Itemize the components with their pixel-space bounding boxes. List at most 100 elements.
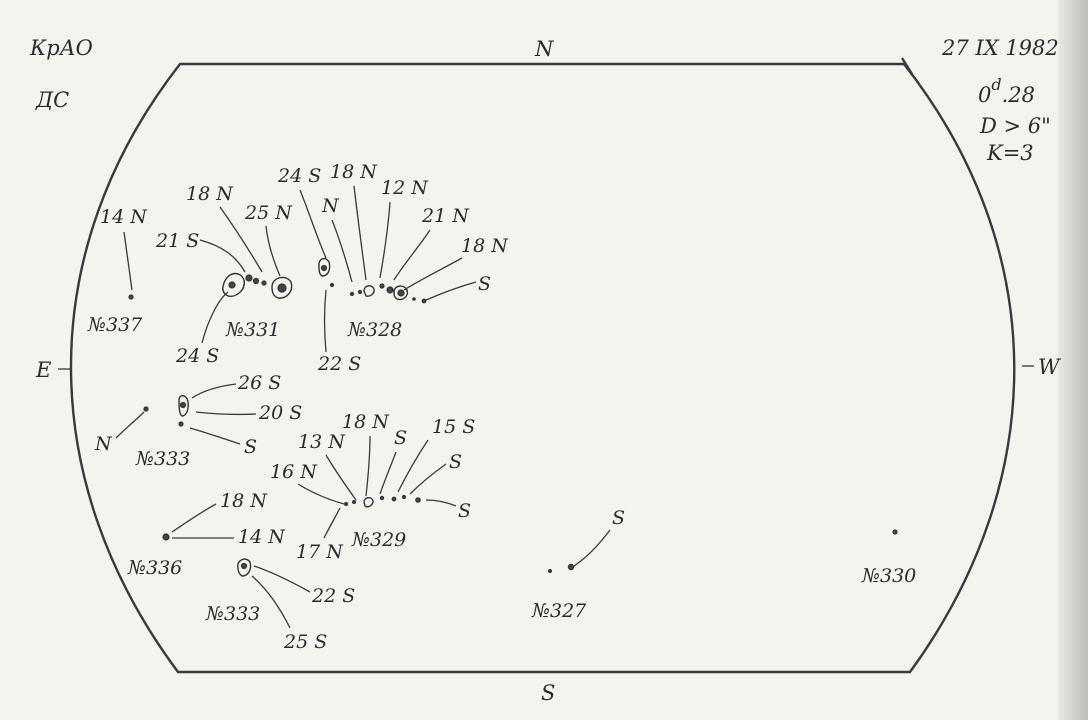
sunspot <box>379 495 385 501</box>
group-336-label-1: 14 N <box>238 526 286 548</box>
group-328-label-3: 12 N <box>381 177 429 199</box>
method-label: ДС <box>35 88 69 112</box>
leader-line <box>379 201 391 279</box>
sunspot <box>252 277 260 285</box>
sunspot <box>128 294 134 300</box>
leader-line <box>331 219 353 283</box>
group-333b-label-0: 22 S <box>311 585 355 607</box>
group-333-label-3: N <box>94 433 113 455</box>
leader-line <box>123 231 133 291</box>
sunspot <box>329 282 335 288</box>
sunspot-group-331: 18 N 21 S 25 N 24 S №331 <box>155 183 293 367</box>
sunspot <box>344 502 349 507</box>
leader-line <box>397 439 429 493</box>
solar-disk-outline <box>69 62 1016 674</box>
sunspot-group-327: S №327 <box>531 507 625 622</box>
day-fraction-label: 0d.28 <box>978 75 1035 107</box>
sunspot <box>277 283 287 293</box>
group-328-label-0: 24 S <box>277 165 321 187</box>
group-333-label-1: 20 S <box>258 402 302 424</box>
group-333-label-0: 26 S <box>237 372 281 394</box>
sunspot <box>547 568 552 573</box>
sunspot-penumbra <box>363 285 375 297</box>
sunspot <box>162 533 170 541</box>
sunspot-group-337: 14 N №337 <box>87 206 148 336</box>
sunspot-group-329: 13 N 18 N S 15 S S 16 N S 17 N №329 <box>270 411 475 563</box>
group-328-label-6: S <box>478 273 491 295</box>
group-333b-number: №333 <box>205 603 260 625</box>
group-329-label-5: 16 N <box>270 461 318 483</box>
leader-line <box>199 239 246 273</box>
leader-line <box>297 483 345 505</box>
diameter-label: D > 6" <box>979 114 1051 138</box>
sunspot <box>228 281 236 289</box>
group-333b-label-1: 25 S <box>283 631 327 653</box>
group-328-label-1: 18 N <box>330 161 378 183</box>
sunspot <box>349 291 355 297</box>
leader-line <box>323 507 341 539</box>
group-328-label-4: 21 N <box>421 205 470 227</box>
disk-corner-tick <box>900 57 914 75</box>
sunspot-penumbra <box>222 272 245 297</box>
group-329-label-3: 15 S <box>432 416 475 438</box>
group-337-label-0: 14 N <box>100 206 148 228</box>
group-331-label-0: 18 N <box>186 183 234 205</box>
leader-line <box>325 454 357 501</box>
group-329-label-2: S <box>394 427 407 449</box>
sunspot <box>179 401 187 409</box>
leader-line <box>253 565 311 593</box>
observatory-label: КрАО <box>29 36 93 60</box>
sunspot <box>245 274 253 282</box>
group-336-label-0: 18 N <box>220 490 268 512</box>
sunspot <box>421 298 427 304</box>
sunspot-penumbra <box>271 276 293 299</box>
leader-line <box>425 499 457 507</box>
group-329-label-6: S <box>458 500 471 522</box>
page-edge-shadow <box>1058 0 1088 720</box>
group-329-label-4: S <box>449 451 462 473</box>
sunspot <box>401 494 407 500</box>
sunspot-group-336: 18 N 14 N №336 <box>127 490 286 579</box>
leader-line <box>353 185 367 281</box>
leader-line <box>115 411 145 439</box>
sunspot <box>892 529 898 535</box>
coefficient-label: K=3 <box>986 141 1034 165</box>
sunspot <box>379 283 385 289</box>
sunspot-penumbra <box>393 285 409 301</box>
sunspot-group-333-upper: 26 S 20 S S N №333 <box>94 372 302 470</box>
group-327-label-0: S <box>612 507 625 529</box>
leader-line <box>191 383 237 399</box>
sunspot <box>567 563 575 571</box>
group-336-number: №336 <box>127 557 182 579</box>
group-328-label-5: 18 N <box>461 235 509 257</box>
group-333-label-2: S <box>244 436 257 458</box>
leader-line <box>323 289 327 353</box>
compass-east: E <box>35 358 51 382</box>
leader-line <box>195 411 257 416</box>
sunspot <box>261 280 267 286</box>
group-329-label-7: 17 N <box>296 541 344 563</box>
leader-line <box>219 206 263 273</box>
sunspot <box>178 421 184 427</box>
leader-line <box>171 503 217 533</box>
sunspot <box>240 562 248 570</box>
sunspot <box>357 289 363 295</box>
group-330-number: №330 <box>861 565 916 587</box>
sunspot <box>412 297 416 301</box>
group-333-number: №333 <box>135 448 190 470</box>
sunspot-penumbra <box>318 257 331 277</box>
group-331-number: №331 <box>225 319 280 341</box>
date-label: 27 IX 1982 <box>941 36 1059 60</box>
sunspot <box>143 406 149 412</box>
leader-line <box>265 225 281 277</box>
sunspot <box>397 289 405 297</box>
sunspot <box>352 500 357 505</box>
sunspot-group-333-lower: 22 S 25 S №333 <box>205 558 355 653</box>
leader-line <box>365 435 371 497</box>
group-337-number: №337 <box>87 314 143 336</box>
leader-line <box>403 257 463 291</box>
group-331-label-3: 24 S <box>175 345 219 367</box>
leader-line <box>379 451 397 495</box>
sunspot <box>391 496 397 502</box>
